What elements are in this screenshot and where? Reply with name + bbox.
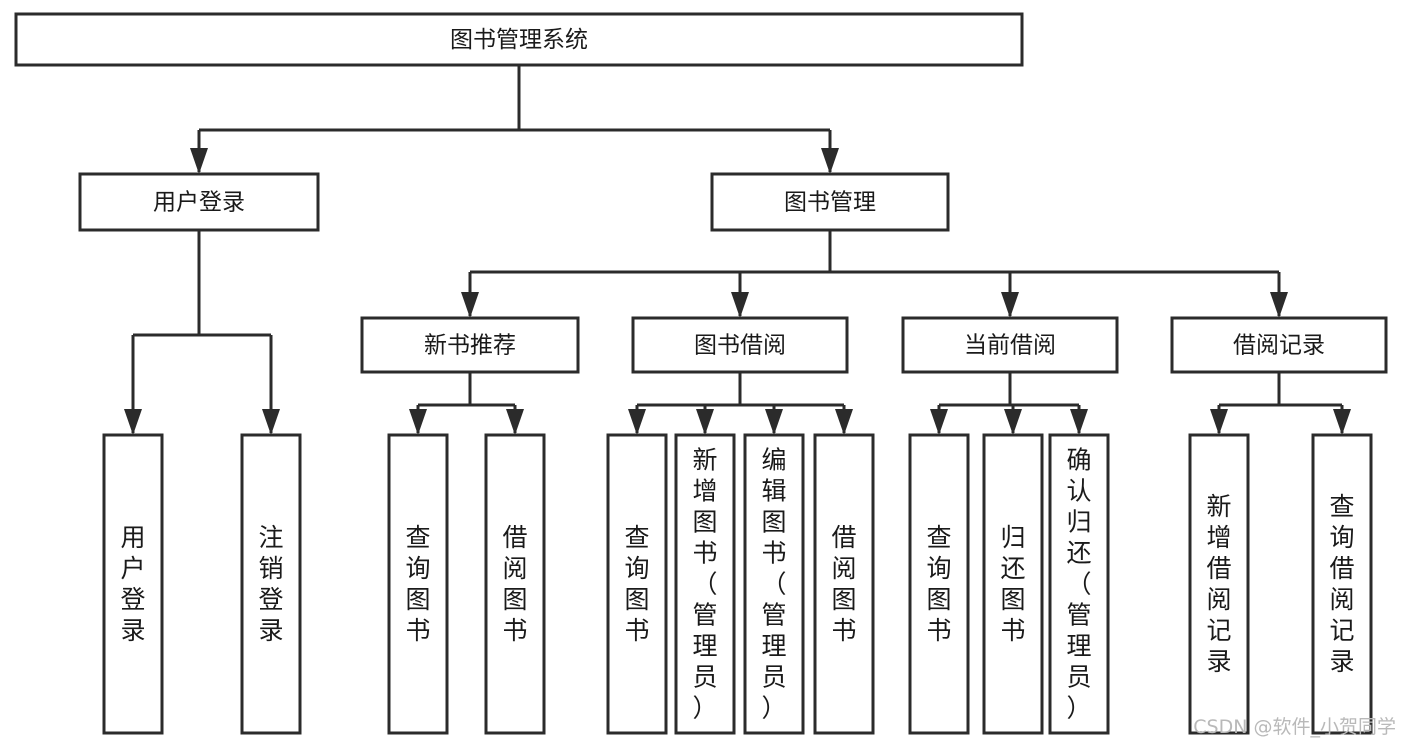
node-label-book-borrow: 图书借阅 [694,333,786,359]
node-label-leaf-user-logout: 注销登录 [258,523,283,645]
node-box-leaf-return-book [982,433,1044,735]
arrow-leaf-confirm-return [1070,409,1088,435]
arrow-leaf-borrow-book-2 [835,409,853,435]
node-label-leaf-borrow-book-2: 借阅图书 [831,523,856,645]
node-leaf-user-logout[interactable]: 注销登录 [240,433,302,735]
arrow-leaf-user-logout [262,409,280,435]
node-book-borrow[interactable]: 图书借阅 [631,316,849,374]
arrow-leaf-return-book [1004,409,1022,435]
arrow-leaf-user-login [124,409,142,435]
node-layer: 图书管理系统用户登录用户登录注销登录图书管理新书推荐查询图书借阅图书图书借阅查询… [14,12,1388,735]
node-box-book-borrow [631,316,849,374]
node-leaf-query-book-2[interactable]: 查询图书 [606,433,668,735]
connector-layer [124,65,1351,435]
node-box-leaf-edit-book [743,433,805,735]
arrow-borrow-record [1270,292,1288,318]
node-label-leaf-query-book-1: 查询图书 [405,523,430,645]
node-label-borrow-record: 借阅记录 [1233,333,1325,359]
node-box-leaf-confirm-return [1048,433,1110,735]
node-box-user-login [78,172,320,232]
arrow-leaf-query-record [1333,409,1351,435]
node-label-leaf-query-book-2: 查询图书 [624,523,649,645]
arrow-leaf-add-record [1210,409,1228,435]
node-box-leaf-user-logout [240,433,302,735]
node-label-leaf-return-book: 归还图书 [1000,523,1025,645]
node-box-book-manage [710,172,950,232]
node-label-leaf-edit-book: 编辑图书（管理员） [761,446,786,723]
node-label-leaf-add-record: 新增借阅记录 [1206,492,1231,676]
node-box-leaf-borrow-book-1 [484,433,546,735]
node-box-leaf-borrow-book-2 [813,433,875,735]
node-root[interactable]: 图书管理系统 [14,12,1024,67]
node-new-book-recommend[interactable]: 新书推荐 [360,316,580,374]
node-label-leaf-query-record: 查询借阅记录 [1329,492,1354,676]
node-leaf-query-record[interactable]: 查询借阅记录 [1311,433,1373,735]
node-box-leaf-user-login [102,433,164,735]
arrow-leaf-edit-book [765,409,783,435]
csdn-watermark: CSDN @软件_小贺同学 [1193,716,1396,738]
arrow-leaf-query-book-3 [930,409,948,435]
node-box-leaf-query-book-1 [387,433,449,735]
node-box-leaf-add-book [674,433,736,735]
node-box-leaf-query-book-3 [908,433,970,735]
node-box-leaf-query-record [1311,433,1373,735]
arrow-leaf-query-book-2 [628,409,646,435]
node-box-new-book-recommend [360,316,580,374]
node-book-manage[interactable]: 图书管理 [710,172,950,232]
node-borrow-record[interactable]: 借阅记录 [1170,316,1388,374]
node-leaf-edit-book[interactable]: 编辑图书（管理员） [743,433,805,735]
node-box-root [14,12,1024,67]
node-label-leaf-user-login: 用户登录 [120,523,145,645]
arrow-current-borrow [1001,292,1019,318]
node-box-leaf-query-book-2 [606,433,668,735]
arrow-leaf-borrow-book-1 [506,409,524,435]
node-leaf-user-login[interactable]: 用户登录 [102,433,164,735]
node-user-login[interactable]: 用户登录 [78,172,320,232]
node-leaf-query-book-1[interactable]: 查询图书 [387,433,449,735]
node-label-book-manage: 图书管理 [784,190,876,216]
node-leaf-return-book[interactable]: 归还图书 [982,433,1044,735]
node-leaf-query-book-3[interactable]: 查询图书 [908,433,970,735]
node-box-borrow-record [1170,316,1388,374]
node-label-new-book-recommend: 新书推荐 [424,333,516,359]
arrow-leaf-add-book [696,409,714,435]
node-leaf-confirm-return[interactable]: 确认归还（管理员） [1048,433,1110,735]
node-label-leaf-query-book-3: 查询图书 [926,523,951,645]
node-leaf-add-book[interactable]: 新增图书（管理员） [674,433,736,735]
arrow-new-book-recommend [461,292,479,318]
node-label-current-borrow: 当前借阅 [964,333,1056,359]
arrow-leaf-query-book-1 [409,409,427,435]
node-box-current-borrow [901,316,1119,374]
node-current-borrow[interactable]: 当前借阅 [901,316,1119,374]
node-label-leaf-add-book: 新增图书（管理员） [692,446,717,723]
node-label-leaf-confirm-return: 确认归还（管理员） [1066,446,1091,723]
node-label-leaf-borrow-book-1: 借阅图书 [502,523,527,645]
node-leaf-add-record[interactable]: 新增借阅记录 [1188,433,1250,735]
node-label-user-login: 用户登录 [153,190,245,216]
arrow-book-manage [821,148,839,174]
node-leaf-borrow-book-1[interactable]: 借阅图书 [484,433,546,735]
node-leaf-borrow-book-2[interactable]: 借阅图书 [813,433,875,735]
node-label-root: 图书管理系统 [450,27,588,53]
arrow-user-login [190,148,208,174]
arrow-book-borrow [731,292,749,318]
node-box-leaf-add-record [1188,433,1250,735]
